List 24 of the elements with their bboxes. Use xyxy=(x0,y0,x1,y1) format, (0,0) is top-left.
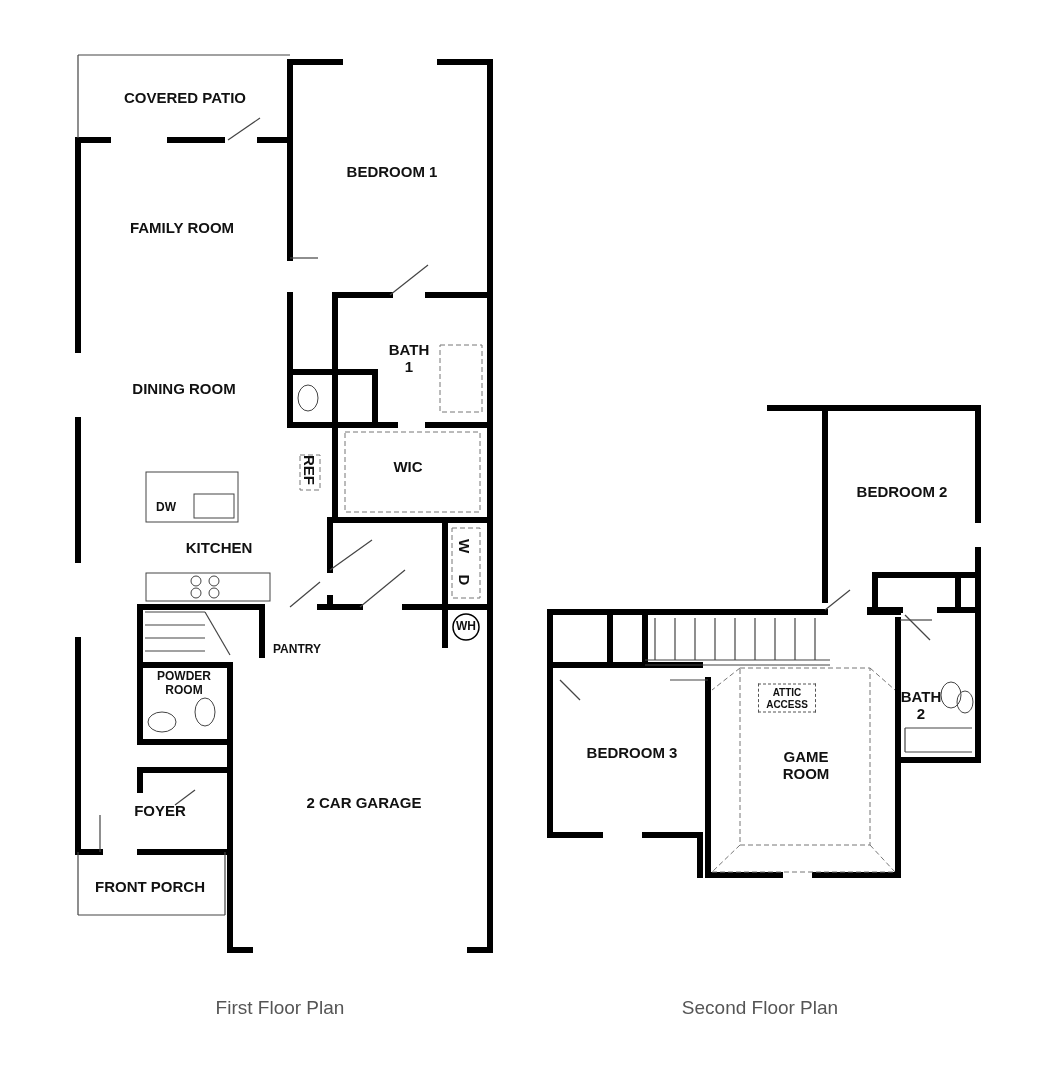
room-label: DINING ROOM xyxy=(132,380,236,398)
attic-access-label: ATTIC ACCESS xyxy=(758,683,816,713)
appliance-label: WH xyxy=(456,620,476,634)
appliance-label: DW xyxy=(156,501,176,515)
room-label: 2 CAR GARAGE xyxy=(306,794,422,812)
room-label: BEDROOM 2 xyxy=(856,483,948,501)
room-label: BATH 2 xyxy=(899,687,943,723)
room-label: COVERED PATIO xyxy=(124,89,246,107)
room-label: FAMILY ROOM xyxy=(129,219,235,237)
appliance-label: D xyxy=(455,574,473,586)
room-label: WIC xyxy=(393,458,423,476)
appliance-label: W xyxy=(455,538,473,554)
room-label: GAME ROOM xyxy=(781,747,831,783)
room-label: FOYER xyxy=(134,802,186,820)
floor-caption: First Floor Plan xyxy=(215,997,345,1019)
room-label: BATH 1 xyxy=(387,340,431,376)
room-label: FRONT PORCH xyxy=(95,878,205,896)
room-label: BEDROOM 1 xyxy=(346,163,438,181)
room-label: BEDROOM 3 xyxy=(586,744,678,762)
floor-caption: Second Floor Plan xyxy=(681,997,839,1019)
room-label: KITCHEN xyxy=(185,539,253,557)
room-label: PANTRY xyxy=(273,643,321,657)
room-label: POWDER ROOM xyxy=(156,670,212,698)
appliance-label: REF xyxy=(300,455,318,485)
